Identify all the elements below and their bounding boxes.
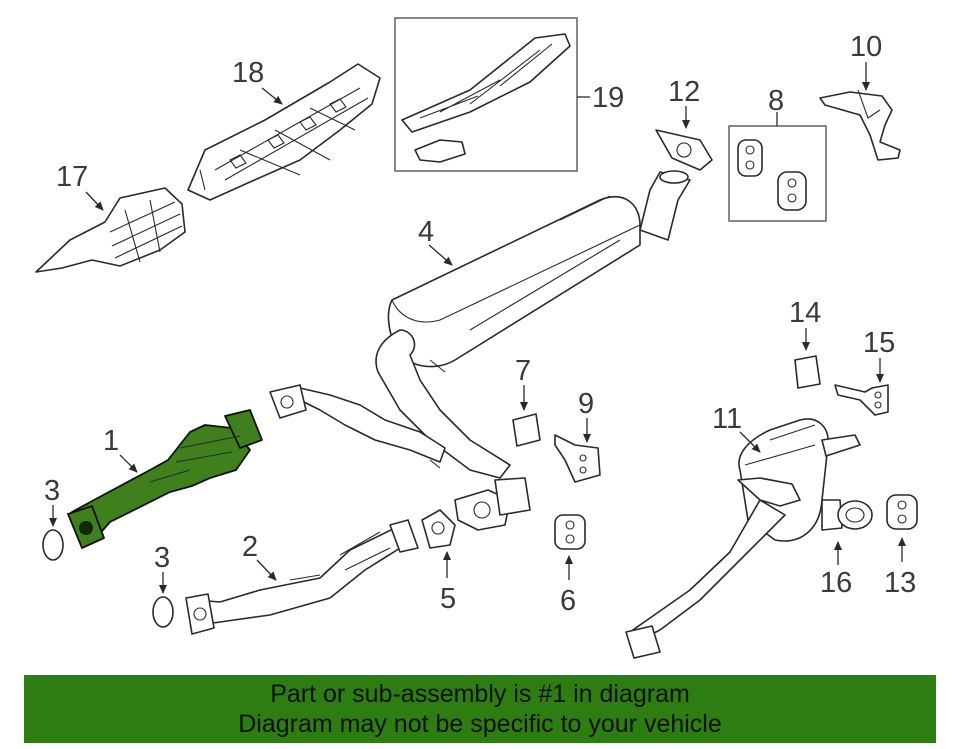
part-19-heat-shield-group[interactable] bbox=[394, 17, 590, 172]
part-2-front-pipe[interactable] bbox=[185, 519, 419, 635]
part-11-rear-muffler[interactable] bbox=[625, 418, 861, 659]
part-14-isolator[interactable] bbox=[794, 328, 821, 389]
part-13-hanger[interactable] bbox=[886, 494, 918, 562]
callout-11: 11 bbox=[712, 403, 742, 435]
callout-7: 7 bbox=[515, 355, 531, 387]
part-10-bracket[interactable] bbox=[819, 62, 901, 161]
callout-13: 13 bbox=[884, 567, 916, 599]
callout-10: 10 bbox=[850, 31, 882, 63]
part-3-gasket-left[interactable] bbox=[42, 505, 64, 561]
callout-3-lower: 3 bbox=[154, 542, 170, 574]
banner-line-1: Part or sub-assembly is #1 in diagram bbox=[270, 680, 690, 708]
part-1-center-pipe-highlighted[interactable] bbox=[67, 409, 263, 549]
callout-2: 2 bbox=[242, 531, 258, 563]
banner-line-2: Diagram may not be specific to your vehi… bbox=[238, 710, 722, 738]
part-16-mount[interactable] bbox=[821, 499, 873, 565]
part-7-isolator[interactable] bbox=[512, 385, 541, 447]
part-17-heat-shield[interactable] bbox=[35, 187, 186, 273]
callout-5: 5 bbox=[440, 583, 456, 615]
part-3-gasket-lower[interactable] bbox=[152, 572, 174, 628]
callout-8: 8 bbox=[768, 85, 784, 117]
part-9-bracket[interactable] bbox=[554, 418, 601, 483]
part-8-hanger-group[interactable] bbox=[728, 112, 827, 222]
callout-1: 1 bbox=[103, 425, 119, 457]
callout-14: 14 bbox=[789, 297, 821, 329]
info-banner: Part or sub-assembly is #1 in diagram Di… bbox=[24, 675, 936, 743]
callout-4: 4 bbox=[418, 216, 434, 248]
callout-19: 19 bbox=[592, 82, 624, 114]
part-6-hanger[interactable] bbox=[554, 514, 586, 580]
part-12-gasket[interactable] bbox=[655, 106, 713, 171]
callout-16: 16 bbox=[820, 567, 852, 599]
callout-9: 9 bbox=[578, 388, 594, 420]
callout-6: 6 bbox=[560, 585, 576, 617]
callout-12: 12 bbox=[668, 76, 700, 108]
callout-15: 15 bbox=[863, 327, 895, 359]
callout-18: 18 bbox=[232, 57, 264, 89]
part-15-bracket[interactable] bbox=[834, 358, 889, 416]
callout-17: 17 bbox=[56, 161, 88, 193]
exhaust-system-diagram: 1 2 3 3 4 5 6 7 8 9 10 11 12 13 14 15 16… bbox=[35, 17, 918, 659]
part-4-muffler-assembly[interactable] bbox=[269, 170, 691, 531]
callout-3-left: 3 bbox=[44, 475, 60, 507]
part-5-gasket[interactable] bbox=[421, 509, 456, 578]
part-18-heat-shield[interactable] bbox=[187, 63, 381, 201]
